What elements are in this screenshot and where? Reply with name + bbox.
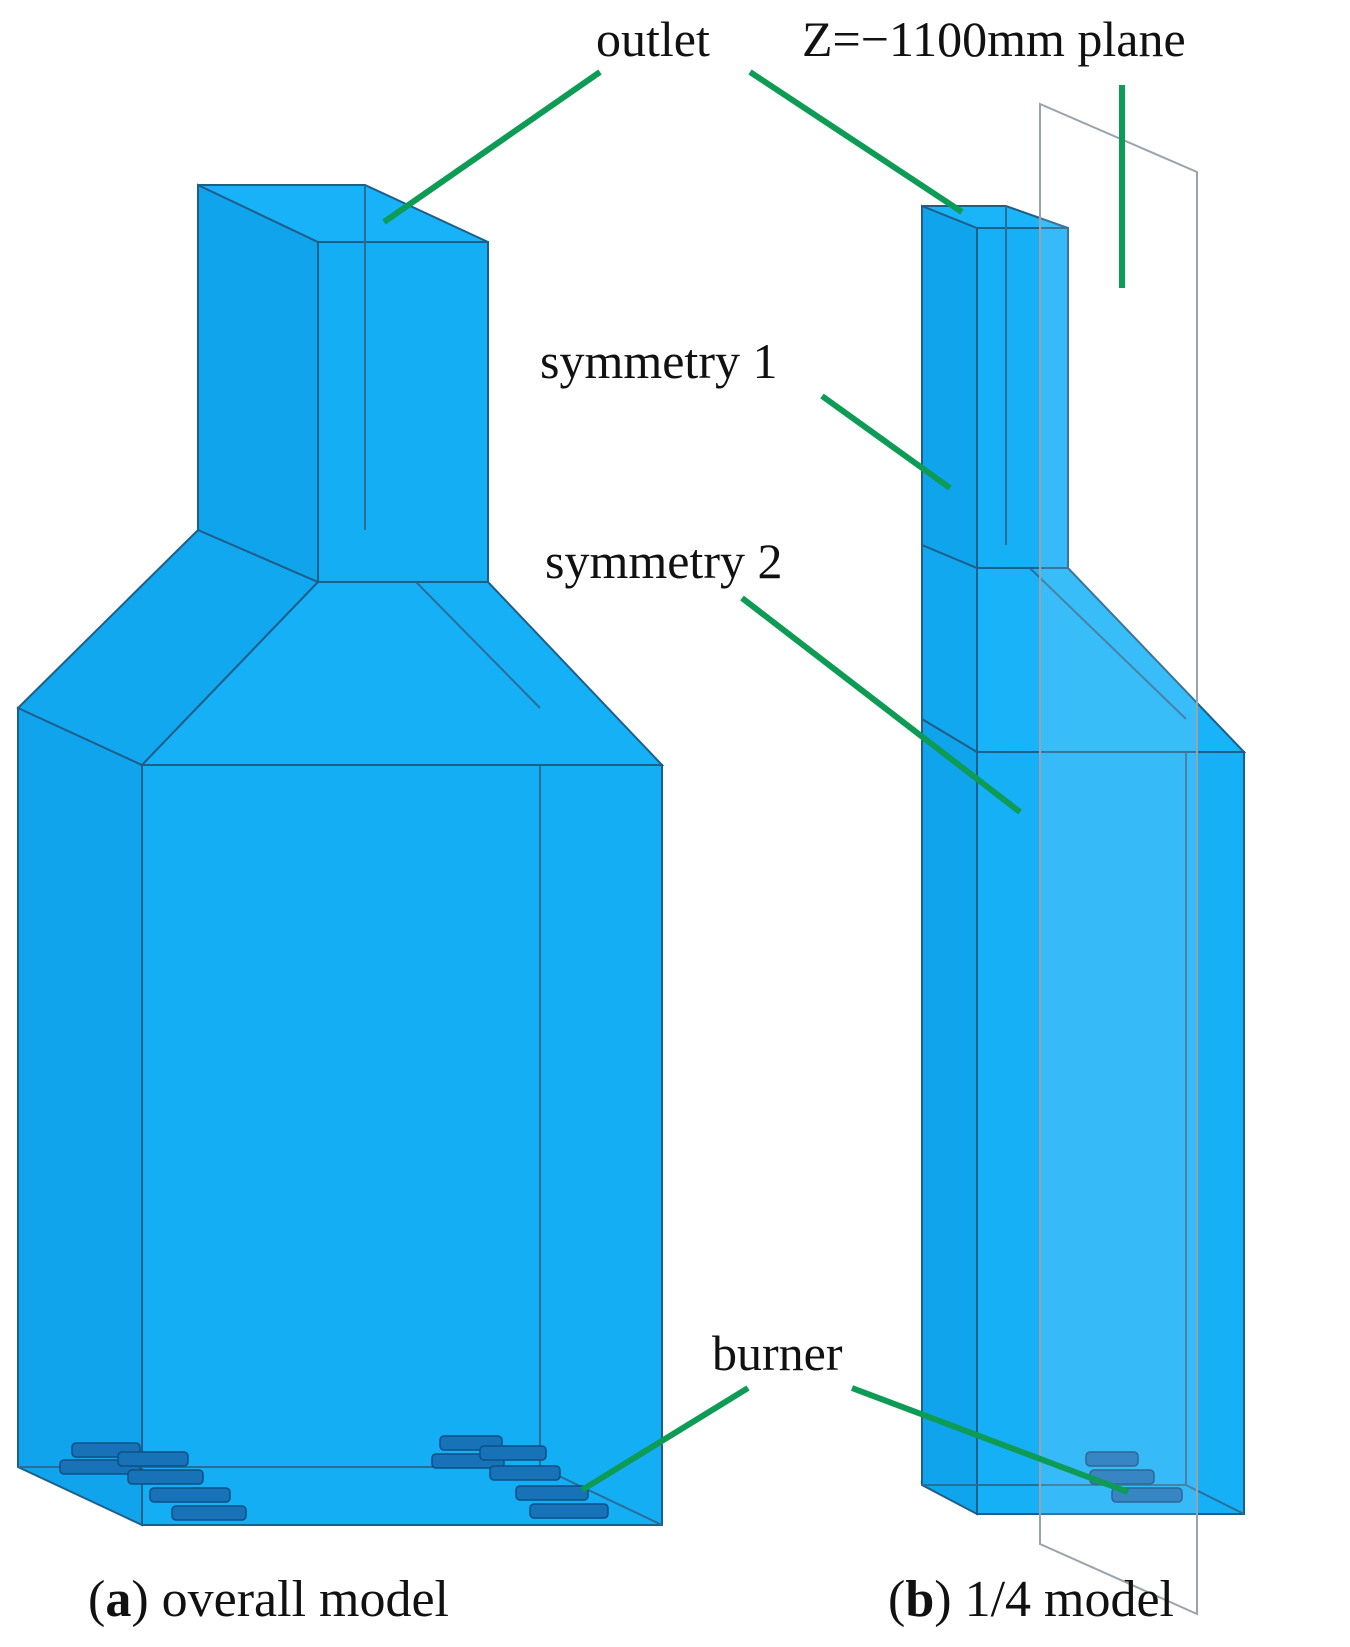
overall-chimney-side-face xyxy=(197,183,319,584)
overall-lower-side-face xyxy=(17,706,143,1527)
overall-burners-left xyxy=(59,1442,247,1521)
label-symmetry-1: symmetry 1 xyxy=(540,333,778,389)
burner-block xyxy=(171,1505,247,1521)
label-plane: Z=−1100mm plane xyxy=(802,11,1186,67)
burner-block xyxy=(489,1465,561,1481)
overall-lower-front-face xyxy=(141,764,663,1526)
caption-a-open: ( xyxy=(88,1571,106,1628)
caption-a-text: ) overall model xyxy=(131,1571,449,1628)
z-plane xyxy=(1039,102,1198,1616)
caption-b-letter: b xyxy=(905,1571,935,1628)
quarter-lower-back-corner xyxy=(1185,1484,1245,1515)
burner-block xyxy=(1111,1487,1183,1503)
caption-a-letter: a xyxy=(105,1571,132,1628)
burner-block xyxy=(515,1485,589,1501)
quarter-burners xyxy=(1085,1451,1183,1503)
burner-block xyxy=(117,1451,189,1467)
quarter-chimney-left-face xyxy=(921,204,978,570)
leader-lines xyxy=(382,69,1130,1495)
leader-burner-overall xyxy=(580,1385,750,1493)
burner-block xyxy=(149,1487,231,1503)
caption-b-text: ) 1/4 model xyxy=(934,1571,1174,1628)
quarter-model xyxy=(921,102,1247,1616)
caption-a: (a) overall model xyxy=(88,1574,449,1626)
overall-burners-right xyxy=(431,1435,609,1519)
burner-block xyxy=(127,1469,204,1485)
leader-outlet-quarter xyxy=(748,69,964,215)
burner-block xyxy=(529,1503,609,1519)
label-outlet: outlet xyxy=(596,11,710,67)
burner-block xyxy=(1085,1451,1139,1467)
caption-b-open: ( xyxy=(888,1571,906,1628)
overall-outlet-top-face xyxy=(197,184,489,243)
leader-symmetry1 xyxy=(820,393,952,491)
label-symmetry-2: symmetry 2 xyxy=(545,533,783,589)
quarter-taper-back-edge xyxy=(1005,544,1187,720)
label-burner: burner xyxy=(712,1325,843,1381)
overall-chimney-front-face xyxy=(317,241,489,583)
burner-block xyxy=(479,1445,547,1461)
overall-model xyxy=(16,183,665,1527)
leader-outlet-overall xyxy=(382,69,602,225)
quarter-lower-left-face xyxy=(921,717,978,1516)
leader-burner-quarter xyxy=(850,1385,1130,1495)
caption-b: (b) 1/4 model xyxy=(888,1574,1174,1626)
leader-symmetry2 xyxy=(740,595,1022,815)
quarter-taper-left-face xyxy=(921,543,978,754)
